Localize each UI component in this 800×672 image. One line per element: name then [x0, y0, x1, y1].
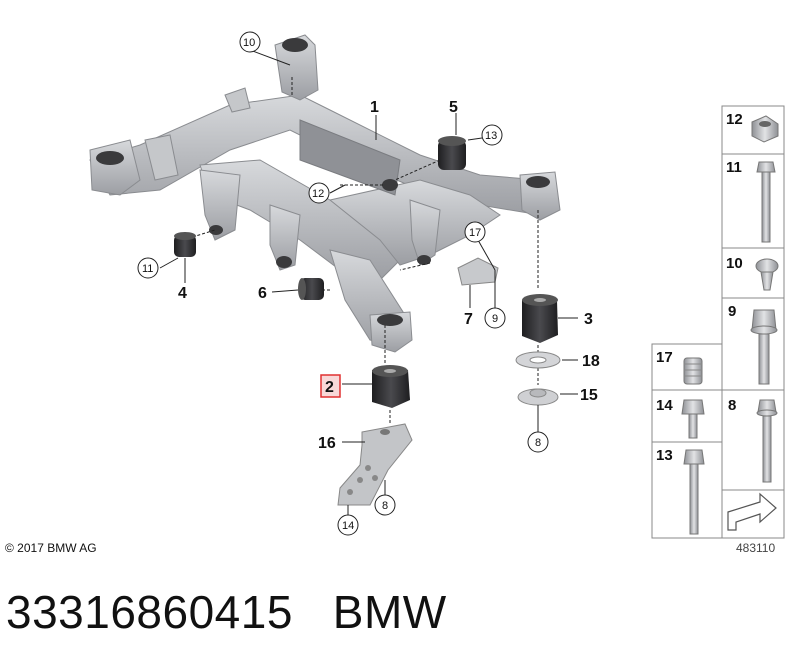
insert-part-17: [683, 357, 703, 385]
callout-6: 6: [258, 285, 267, 302]
callout-12-circle: 12: [312, 188, 324, 200]
bushing-part-2: [372, 365, 410, 408]
exploded-parts-diagram: 1 5 4 6 7 3 18 15 16 2 10 13 12 11 17 9 …: [89, 31, 785, 539]
clip-part-10: [755, 258, 779, 291]
table-label-8: 8: [728, 397, 736, 414]
part-number-title: 33316860415 BMW: [6, 585, 447, 639]
bolt-part-11: [756, 161, 776, 243]
table-label-10: 10: [726, 255, 743, 272]
callout-17-circle: 17: [469, 227, 481, 239]
part-number: 33316860415: [6, 586, 293, 638]
callout-10-circle: 10: [243, 37, 255, 49]
callout-11-circle: 11: [142, 263, 153, 275]
fastener-parts-table: [651, 105, 785, 539]
table-label-11: 11: [726, 159, 742, 176]
callout-1: 1: [370, 99, 379, 116]
washer-part-18: [515, 351, 561, 369]
bushing-part-6: [298, 278, 324, 300]
callout-2: 2: [325, 379, 334, 396]
callout-14-circle: 14: [342, 520, 354, 532]
callout-leaders: [159, 49, 578, 515]
callout-15: 15: [580, 387, 598, 404]
table-label-14: 14: [656, 397, 673, 414]
bushing-part-4: [174, 232, 196, 257]
nut-part-12: [751, 115, 779, 143]
washer-part-15: [517, 388, 559, 406]
bolt-part-13: [683, 449, 705, 535]
bolt-part-14: [681, 399, 705, 439]
callout-16: 16: [318, 435, 336, 452]
callout-8-circle-b: 8: [382, 500, 388, 512]
table-label-17: 17: [656, 349, 673, 366]
callout-5: 5: [449, 99, 458, 116]
plate-part-16: [337, 423, 413, 506]
drawing-number: 483110: [736, 541, 776, 555]
callout-8-circle-a: 8: [535, 437, 541, 449]
callout-7: 7: [464, 311, 473, 328]
bolt-part-8: [756, 399, 778, 483]
callout-3: 3: [584, 311, 593, 328]
bracket-part-7: [457, 257, 499, 286]
circled-callouts: [137, 31, 549, 536]
bushing-part-3: [522, 294, 558, 343]
callout-9-circle: 9: [492, 313, 498, 325]
copyright-notice: © 2017 BMW AG: [5, 541, 97, 555]
table-label-12: 12: [726, 111, 743, 128]
callout-18: 18: [582, 353, 600, 370]
highlighted-callout-2[interactable]: 2: [320, 374, 341, 398]
brand-name: BMW: [332, 586, 447, 638]
table-label-13: 13: [656, 447, 673, 464]
callout-13-circle: 13: [485, 130, 497, 142]
bushing-part-5: [438, 136, 466, 170]
bolt-part-9: [750, 309, 778, 385]
arrow-icon: [727, 492, 777, 531]
table-label-9: 9: [728, 303, 736, 320]
rear-axle-subframe: [89, 34, 561, 353]
callout-4: 4: [178, 285, 187, 302]
